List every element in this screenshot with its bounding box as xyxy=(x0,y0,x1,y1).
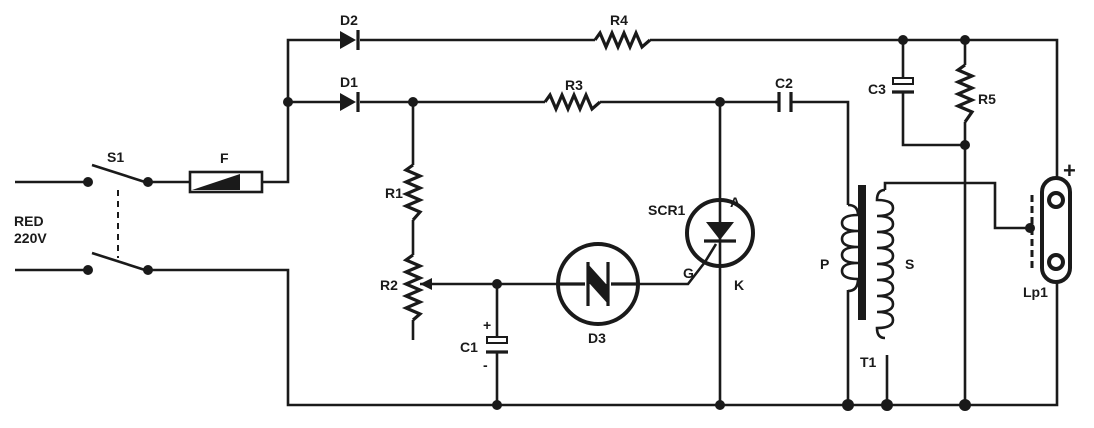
label-d2: D2 xyxy=(340,12,358,28)
diode-d2 xyxy=(340,30,360,50)
label-t1: T1 xyxy=(860,354,877,370)
capacitors xyxy=(486,77,914,354)
label-mains-voltage: 220V xyxy=(14,230,47,246)
label-gate: G xyxy=(683,265,694,281)
label-r2: R2 xyxy=(380,277,398,293)
switch-s1 xyxy=(83,163,153,275)
fuse-f xyxy=(188,170,264,194)
label-c1: C1 xyxy=(460,339,478,355)
label-d1: D1 xyxy=(340,74,358,90)
label-scr1: SCR1 xyxy=(648,202,686,218)
label-cathode: K xyxy=(734,277,744,293)
label-c3: C3 xyxy=(868,81,886,97)
wires xyxy=(15,38,1059,407)
label-c1-minus: - xyxy=(483,357,488,373)
label-r5: R5 xyxy=(978,91,996,107)
resistors xyxy=(401,28,977,322)
label-r3: R3 xyxy=(565,77,583,93)
label-r4: R4 xyxy=(610,12,628,28)
scr1 xyxy=(685,198,755,268)
label-s1: S1 xyxy=(107,149,124,165)
label-lamp-plus: + xyxy=(1063,158,1076,183)
label-mains-red: RED xyxy=(14,213,44,229)
label-s: S xyxy=(905,256,914,272)
diode-d1 xyxy=(340,92,360,112)
diac-d3 xyxy=(556,242,640,326)
label-p: P xyxy=(820,256,829,272)
label-f: F xyxy=(220,150,229,166)
label-anode: A xyxy=(730,194,740,210)
label-lp1: Lp1 xyxy=(1023,284,1048,300)
junctions xyxy=(283,35,1035,411)
transformer-t1 xyxy=(840,185,895,340)
label-d3: D3 xyxy=(588,330,606,346)
label-c2: C2 xyxy=(775,75,793,91)
lamp-lp1 xyxy=(1030,176,1072,284)
label-r1: R1 xyxy=(385,185,403,201)
label-c1-plus: + xyxy=(483,317,491,333)
